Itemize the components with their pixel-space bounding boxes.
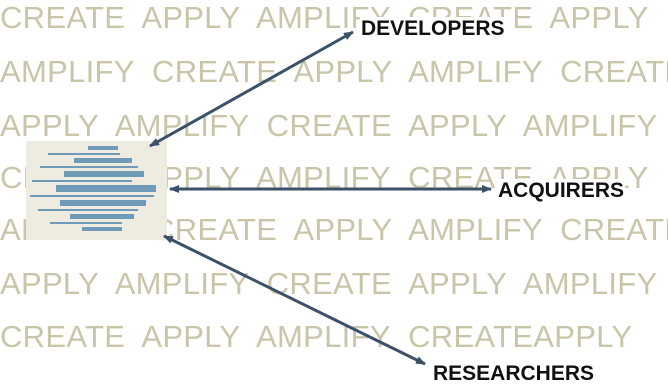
- logo-stripe: [32, 180, 132, 182]
- logo-stripe: [70, 214, 134, 219]
- logo-stripe: [48, 153, 120, 155]
- striped-logo-graphic: [30, 146, 156, 231]
- logo-stripe: [50, 222, 122, 224]
- developers-label: DEVELOPERS: [360, 17, 506, 41]
- logo-stripe: [38, 209, 138, 211]
- logo-stripe: [56, 185, 156, 192]
- researchers-label: RESEARCHERS: [433, 362, 595, 385]
- logo-stripe: [64, 171, 144, 177]
- logo-stripe: [82, 227, 122, 231]
- logo-stripe: [40, 166, 138, 168]
- acquirers-label: ACQUIRERS: [497, 179, 626, 203]
- logo-stripe: [74, 158, 132, 163]
- arrow-to-researchers: [163, 234, 426, 366]
- logo-stripe: [60, 200, 146, 206]
- logo-stripe: [88, 146, 118, 150]
- background-text-row: CREATE APPLY AMPLIFY CREATE APPLY: [0, 0, 649, 35]
- striped-logo: [26, 141, 167, 240]
- arrow-to-developers: [149, 30, 354, 148]
- logo-stripe: [30, 195, 154, 197]
